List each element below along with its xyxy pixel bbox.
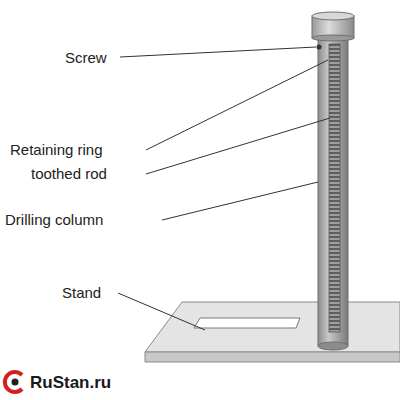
part-label: Drilling column <box>5 212 103 227</box>
leader-line <box>120 47 316 57</box>
screw <box>317 45 322 50</box>
drilling-column <box>318 34 348 346</box>
leader-line <box>146 118 330 174</box>
stand-front <box>145 352 400 362</box>
part-label: toothed rod <box>31 166 107 181</box>
ring-top <box>312 12 354 20</box>
leader-line <box>118 293 205 330</box>
part-label: Stand <box>62 285 101 300</box>
leader-line <box>146 60 328 150</box>
part-label: Retaining ring <box>10 142 103 157</box>
ring-bottom <box>312 35 354 41</box>
logo-icon <box>5 372 22 392</box>
leader-line <box>162 182 318 220</box>
stand-plate <box>145 302 400 352</box>
part-label: Screw <box>65 50 107 65</box>
column-foot <box>318 342 348 350</box>
watermark: RuStan.ru <box>30 374 111 391</box>
stand-slot <box>194 318 300 328</box>
toothed-rod <box>329 44 340 332</box>
